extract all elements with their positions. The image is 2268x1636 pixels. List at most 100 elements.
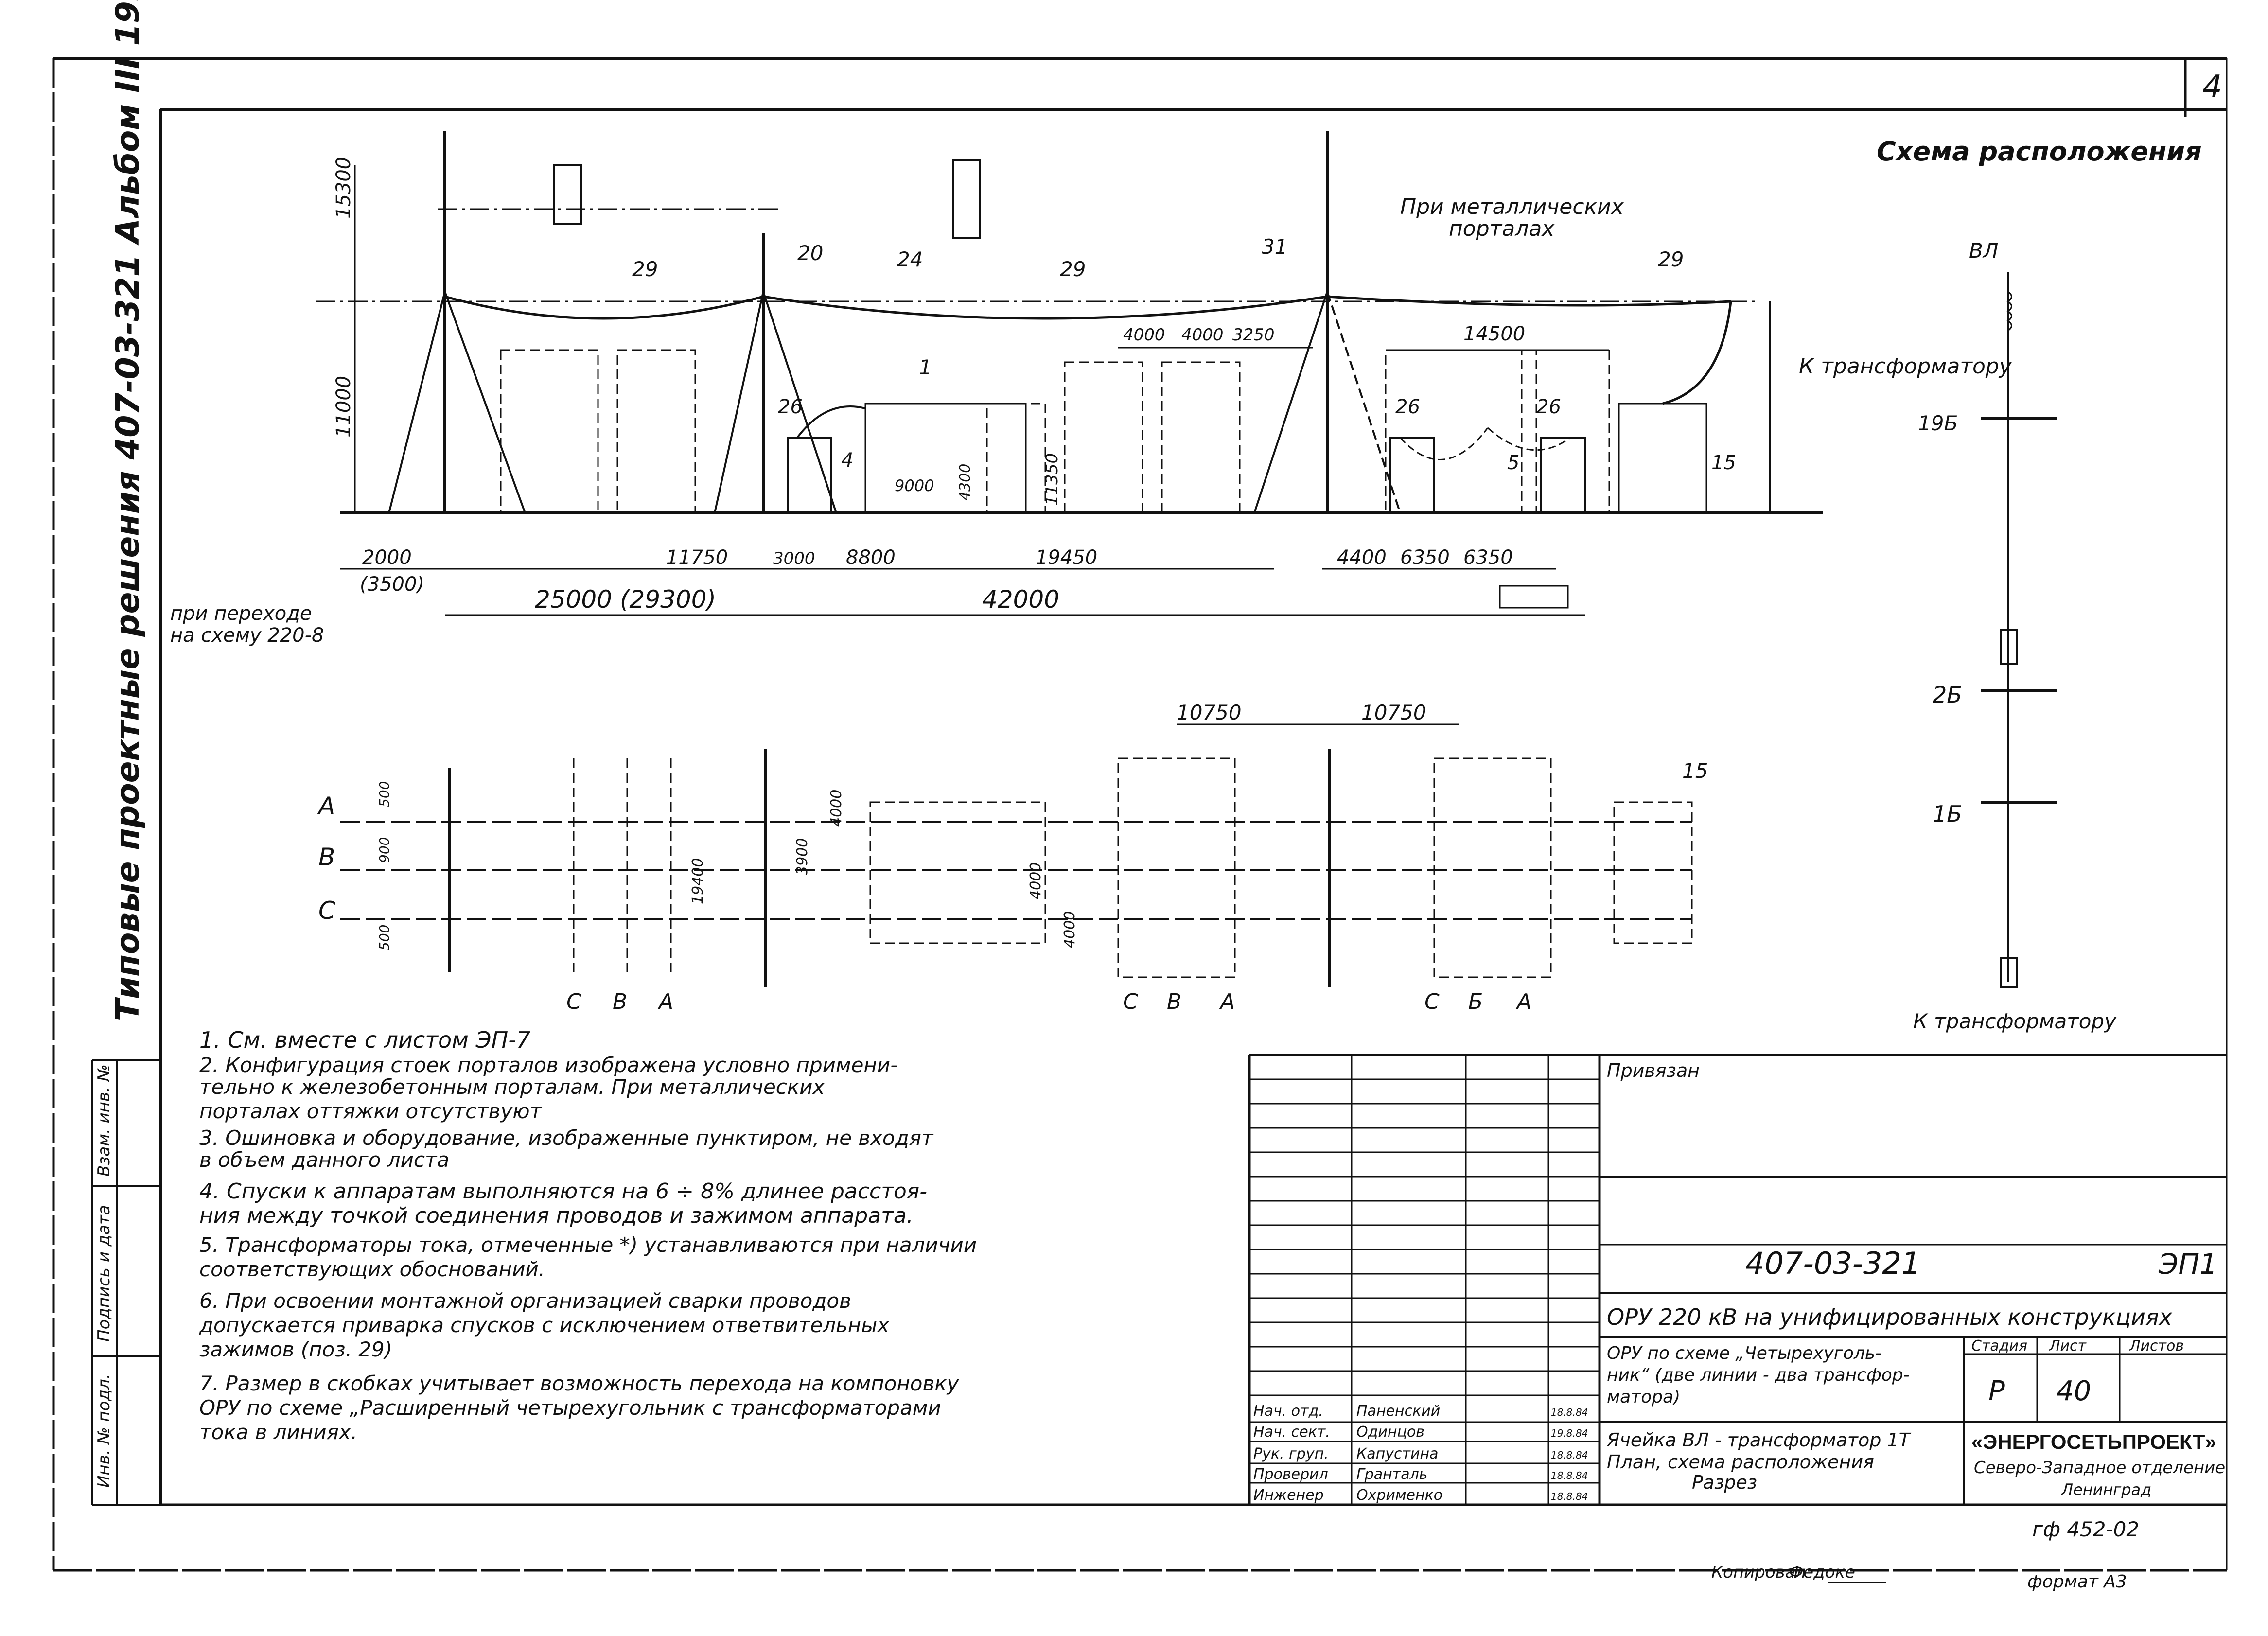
tb-signer-date: 19.8.84 bbox=[1551, 1427, 1588, 1439]
tb-signer-role: Инженер bbox=[1253, 1487, 1324, 1504]
dim-19400: 19400 bbox=[689, 858, 706, 904]
tb-sheet-label: Лист bbox=[2049, 1337, 2087, 1355]
tb-project-name: ОРУ 220 кВ на унифицированных конструкци… bbox=[1607, 1304, 2173, 1330]
note-line: зажимов (поз. 29) bbox=[199, 1337, 392, 1361]
transition-label-2: на схему 220-8 bbox=[170, 624, 324, 647]
tb-signer-name: Одинцов bbox=[1356, 1424, 1424, 1441]
bottom-phase-label: Б bbox=[1468, 989, 1483, 1014]
scheme-to-transformer: К трансформатору bbox=[1913, 1009, 2117, 1033]
scheme-2b-label: 2Б bbox=[1933, 682, 1962, 708]
dim-11350: 11350 bbox=[1042, 453, 1062, 506]
bottom-phase-label: C bbox=[1424, 989, 1440, 1014]
tb-signer-date: 18.8.84 bbox=[1551, 1449, 1588, 1461]
dim-14500: 14500 bbox=[1463, 323, 1525, 345]
dim-4300: 4300 bbox=[957, 464, 974, 501]
tb-scheme-desc: матора) bbox=[1607, 1387, 1680, 1407]
scheme-title: Схема расположения bbox=[1877, 136, 2202, 167]
tb-org-city: Ленинград bbox=[2061, 1480, 2151, 1499]
dim-3500: (3500) bbox=[360, 573, 424, 596]
tb-signer-role: Проверил bbox=[1253, 1466, 1328, 1483]
metal-portals-label-1: При металлических bbox=[1400, 194, 1624, 219]
item-number: 5 bbox=[1507, 452, 1519, 474]
stamp-label: Инв. № подл. bbox=[94, 1373, 114, 1488]
dim-9000: 9000 bbox=[895, 476, 934, 495]
tb-privyazan: Привязан bbox=[1607, 1060, 1700, 1081]
tb-org-name: «ЭНЕРГОСЕТЬПРОЕКТ» bbox=[1971, 1430, 2216, 1453]
tb-doc-code: 407-03-321 bbox=[1745, 1246, 1920, 1281]
note-line: 6. При освоении монтажной организацией с… bbox=[199, 1289, 851, 1313]
tb-drawing-title: План, схема расположения bbox=[1607, 1451, 1874, 1473]
bottom-phase-label: A bbox=[657, 989, 673, 1014]
dim-6350a: 6350 bbox=[1400, 546, 1450, 569]
bottom-phase-label: B bbox=[613, 989, 627, 1014]
dim-10750b: 10750 bbox=[1361, 701, 1426, 724]
phase-a-label: A bbox=[317, 792, 335, 820]
dim-25000: 25000 (29300) bbox=[535, 585, 716, 614]
item-number: 24 bbox=[897, 247, 923, 271]
scheme-19b-label: 19Б bbox=[1918, 411, 1958, 435]
item-number: 15 bbox=[1682, 759, 1708, 783]
item-number: 26 bbox=[1536, 396, 1561, 418]
tb-stage-label: Стадия bbox=[1971, 1337, 2027, 1355]
tb-copied-label: Копировал bbox=[1711, 1563, 1806, 1582]
tb-sheet-value: 40 bbox=[2057, 1375, 2091, 1407]
elevation-view bbox=[316, 131, 1823, 616]
tb-drawing-title: Ячейка ВЛ - трансформатор 1Т bbox=[1606, 1429, 1912, 1451]
dim-11000: 11000 bbox=[333, 376, 355, 438]
dim-4400: 4400 bbox=[1337, 546, 1387, 569]
note-line: 5. Трансформаторы тока, отмеченные *) ус… bbox=[199, 1233, 977, 1257]
dim-19450: 19450 bbox=[1036, 546, 1097, 569]
note-line: ния между точкой соединения проводов и з… bbox=[199, 1203, 914, 1228]
tb-signer-name: Охрименко bbox=[1356, 1487, 1442, 1504]
item-number: 29 bbox=[632, 257, 658, 281]
note-line: 1. См. вместе с листом ЭП-7 bbox=[199, 1027, 530, 1053]
note-line: 3. Ошиновка и оборудование, изображенные… bbox=[199, 1126, 934, 1150]
dim-3000: 3000 bbox=[773, 549, 815, 568]
tb-drawing-title: Разрез bbox=[1692, 1472, 1757, 1493]
dim-15300: 15300 bbox=[333, 157, 355, 219]
dim-3900: 3900 bbox=[794, 838, 811, 875]
item-number: 29 bbox=[1658, 247, 1684, 271]
item-number: 26 bbox=[1395, 396, 1420, 418]
note-line: тельно к железобетонным порталам. При ме… bbox=[199, 1075, 826, 1099]
tb-signer-name: Гранталь bbox=[1356, 1466, 1427, 1483]
tb-signer-date: 18.8.84 bbox=[1551, 1491, 1588, 1502]
tb-copied-name: Федоке bbox=[1789, 1563, 1855, 1582]
note-line: тока в линиях. bbox=[199, 1420, 357, 1444]
item-number: 4 bbox=[841, 449, 853, 472]
tb-signer-name: Капустина bbox=[1356, 1445, 1439, 1462]
bottom-phase-label: A bbox=[1219, 989, 1235, 1014]
single-line-scheme bbox=[1981, 272, 2057, 988]
tb-stage-value: Р bbox=[1988, 1375, 2005, 1407]
tb-signer-role: Нач. отд. bbox=[1253, 1403, 1323, 1420]
dim-4000b: 4000 bbox=[1181, 325, 1224, 345]
dim-6350b: 6350 bbox=[1463, 546, 1513, 569]
note-line: 7. Размер в скобках учитывает возможност… bbox=[199, 1372, 960, 1395]
bottom-phase-label: C bbox=[1123, 989, 1138, 1014]
dim-11750: 11750 bbox=[666, 546, 728, 569]
item-number: 15 bbox=[1711, 452, 1736, 474]
plan-view bbox=[340, 723, 1693, 987]
note-line: порталах оттяжки отсутствуют bbox=[199, 1099, 543, 1123]
stamp-label: Взам. инв. № bbox=[94, 1064, 114, 1177]
phase-b-label: B bbox=[318, 843, 335, 871]
title-block bbox=[160, 1054, 2227, 1506]
dim-3250: 3250 bbox=[1232, 325, 1275, 345]
note-line: соответствующих обоснований. bbox=[199, 1257, 545, 1281]
note-line: допускается приварка спусков с исключени… bbox=[199, 1313, 890, 1337]
item-number: 29 bbox=[1060, 257, 1086, 281]
dim-4000: 4000 bbox=[828, 790, 845, 827]
note-line: 4. Спуски к аппаратам выполняются на 6 ÷… bbox=[199, 1179, 927, 1204]
dim-4000: 4000 bbox=[1123, 325, 1165, 345]
bottom-phase-label: C bbox=[566, 989, 581, 1014]
item-number: 26 bbox=[778, 396, 803, 418]
tb-signer-name: Паненский bbox=[1356, 1403, 1440, 1420]
item-number: 1 bbox=[919, 355, 932, 379]
tb-org-branch: Северо-Западное отделение bbox=[1974, 1458, 2225, 1478]
sheet-corner-number: 4 bbox=[2202, 69, 2222, 105]
tb-sheets-label: Листов bbox=[2129, 1337, 2184, 1355]
sheet-frame bbox=[52, 57, 2228, 1572]
dim-900: 900 bbox=[376, 837, 392, 863]
tb-scheme-desc: ник“ (две линии - два трансфор- bbox=[1607, 1365, 1910, 1385]
tb-signer-role: Нач. сект. bbox=[1253, 1424, 1330, 1441]
